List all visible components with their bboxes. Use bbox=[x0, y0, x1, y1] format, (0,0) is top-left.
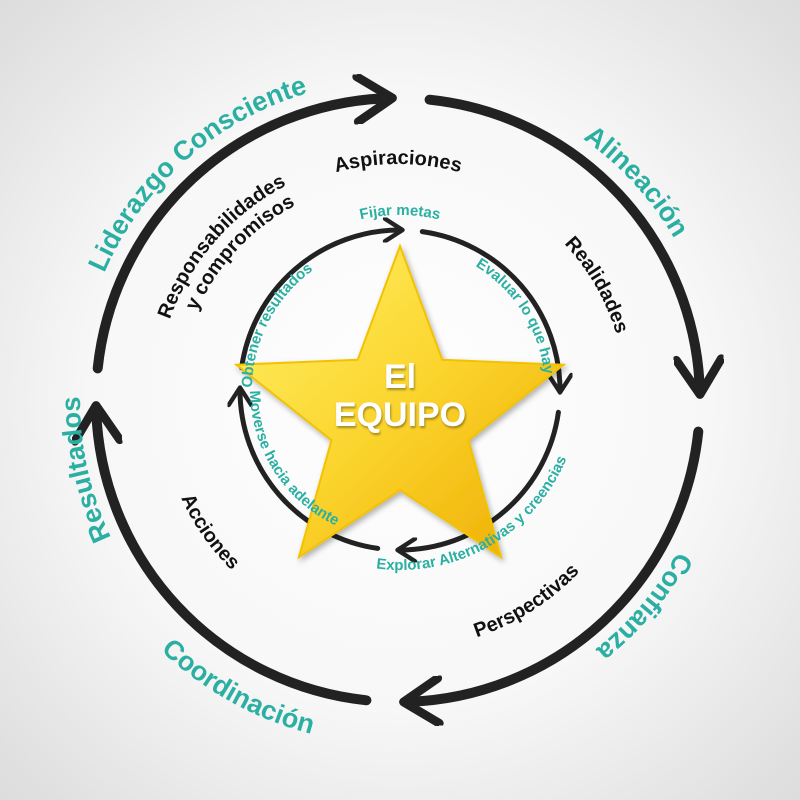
label-perspectivas-text: Perspectivas bbox=[471, 560, 584, 642]
label-fijar-metas-text: Fijar metas bbox=[358, 202, 442, 223]
label-perspectivas: Perspectivas bbox=[471, 560, 584, 642]
inner-cycle-ring bbox=[240, 230, 560, 550]
center-title-line1: El bbox=[384, 358, 416, 396]
cycle-arrow bbox=[419, 229, 560, 390]
cycle-arrow bbox=[240, 390, 381, 551]
center-title-line2: EQUIPO bbox=[334, 396, 466, 434]
label-evaluar: Evaluar lo que hay bbox=[473, 255, 557, 375]
label-realidades: Realidades bbox=[560, 232, 632, 336]
label-evaluar-text: Evaluar lo que hay bbox=[473, 255, 557, 375]
cycle-arrow bbox=[239, 230, 400, 371]
label-realidades-text: Realidades bbox=[560, 232, 632, 336]
label-acciones: Acciones bbox=[176, 490, 243, 573]
star bbox=[233, 243, 567, 560]
star-shape bbox=[233, 243, 567, 560]
label-aspiraciones-text: Aspiraciones bbox=[332, 147, 464, 177]
label-fijar-metas: Fijar metas bbox=[358, 202, 442, 223]
outer-cycle-ring bbox=[96, 98, 700, 702]
cycle-arrow bbox=[409, 426, 704, 702]
label-acciones-text: Acciones bbox=[176, 490, 243, 573]
cycle-arrow bbox=[400, 409, 561, 550]
label-aspiraciones: Aspiraciones bbox=[332, 147, 464, 177]
cycle-arrow bbox=[424, 94, 700, 390]
cycle-arrow bbox=[96, 411, 372, 706]
cycle-arrow bbox=[92, 98, 388, 374]
